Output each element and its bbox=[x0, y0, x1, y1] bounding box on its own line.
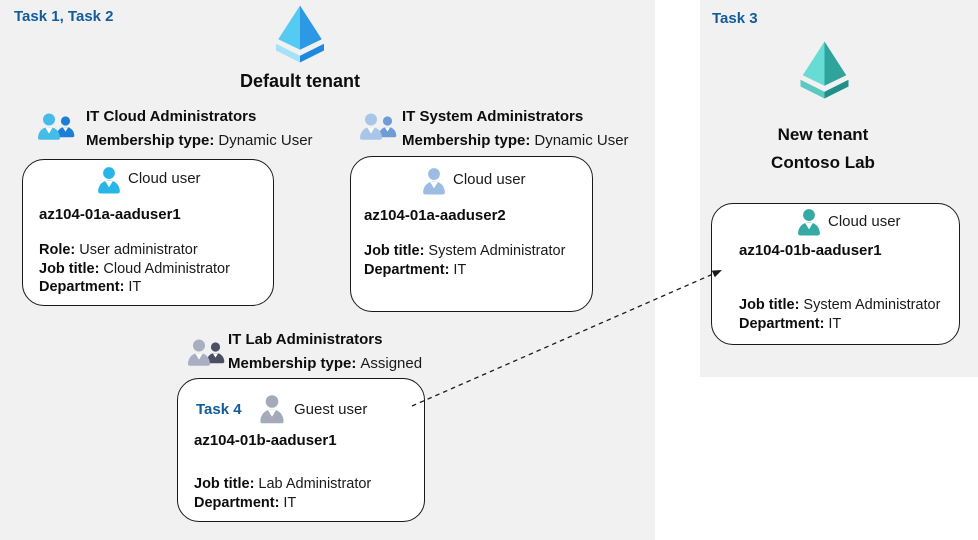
user-name: az104-01a-aaduser2 bbox=[364, 207, 506, 224]
group-membership-it-system: Membership type:Dynamic User bbox=[402, 132, 629, 149]
card-guest-user: Task 4 Guest user az104-01b-aaduser1 Job… bbox=[177, 378, 425, 522]
group-title-it-lab-administrators: IT Lab Administrators bbox=[228, 331, 383, 348]
card-cloud-user-2: Cloud user az104-01a-aaduser2 Job title:… bbox=[350, 156, 593, 312]
task-4-label: Task 4 bbox=[196, 401, 242, 418]
user-name: az104-01a-aaduser1 bbox=[39, 206, 181, 223]
default-tenant-title: Default tenant bbox=[239, 71, 360, 91]
user-type-label: Cloud user bbox=[128, 170, 201, 187]
user-type-label: Cloud user bbox=[453, 171, 526, 188]
user-field-job-title: Job title:System Administrator bbox=[739, 297, 941, 313]
task-1-2-label: Task 1, Task 2 bbox=[14, 8, 114, 25]
user-field-department: Department:IT bbox=[39, 279, 142, 295]
new-tenant-title-line1: New tenant bbox=[777, 125, 869, 144]
membership-type-value: Dynamic User bbox=[534, 132, 629, 149]
group-membership-it-cloud: Membership type:Dynamic User bbox=[86, 132, 313, 149]
user-group-icon bbox=[358, 111, 400, 145]
user-field-job-title: Job title:Cloud Administrator bbox=[39, 260, 230, 277]
membership-type-value: Assigned bbox=[360, 355, 423, 372]
card-cloud-user-1: Cloud user az104-01a-aaduser1 Role:User … bbox=[22, 159, 274, 306]
user-name: az104-01b-aaduser1 bbox=[739, 242, 882, 259]
new-tenant-title: New tenant Contoso Lab bbox=[723, 121, 923, 177]
user-field-job-title: Job title:System Administrator bbox=[364, 243, 566, 259]
user-field-department: Department:IT bbox=[194, 494, 297, 511]
azure-ad-tenant-icon bbox=[263, 4, 337, 64]
task-3-label: Task 3 bbox=[712, 10, 758, 27]
user-group-icon bbox=[36, 111, 78, 145]
membership-type-value: Dynamic User bbox=[218, 132, 313, 149]
cloud-user-icon bbox=[794, 207, 824, 239]
group-title-it-cloud-administrators: IT Cloud Administrators bbox=[86, 108, 257, 125]
membership-type-label: Membership type: bbox=[228, 355, 357, 372]
user-group-icon bbox=[186, 337, 228, 371]
cloud-user-icon bbox=[94, 165, 124, 197]
guest-user-icon bbox=[256, 393, 288, 427]
membership-type-label: Membership type: bbox=[86, 132, 215, 149]
group-membership-it-lab: Membership type:Assigned bbox=[228, 355, 422, 372]
user-field-role: Role:User administrator bbox=[39, 242, 198, 258]
user-type-label: Cloud user bbox=[828, 213, 901, 230]
user-type-label: Guest user bbox=[294, 401, 368, 418]
user-field-department: Department:IT bbox=[364, 261, 467, 278]
group-title-it-system-administrators: IT System Administrators bbox=[402, 108, 584, 125]
membership-type-label: Membership type: bbox=[402, 132, 531, 149]
new-tenant-title-line2: Contoso Lab bbox=[771, 153, 875, 172]
azure-ad-tenant-icon-teal bbox=[791, 40, 858, 100]
user-name: az104-01b-aaduser1 bbox=[194, 432, 337, 449]
user-field-department: Department:IT bbox=[739, 315, 842, 332]
card-new-tenant-cloud-user: Cloud user az104-01b-aaduser1 Job title:… bbox=[711, 203, 960, 345]
cloud-user-icon bbox=[419, 166, 449, 198]
user-field-job-title: Job title:Lab Administrator bbox=[194, 476, 372, 492]
